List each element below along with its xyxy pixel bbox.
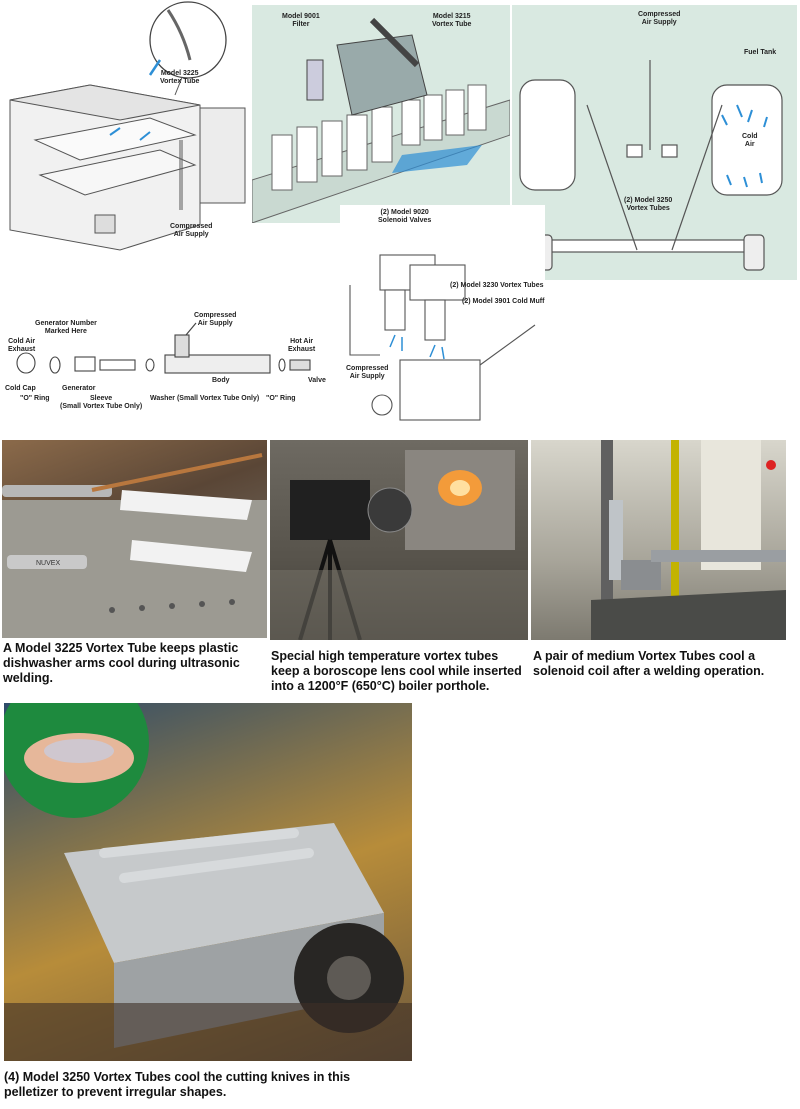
- pelletizer-photo-art: [4, 703, 412, 1061]
- generator-label: Generator: [62, 385, 96, 392]
- solenoid-coil-photo-art: [591, 440, 786, 640]
- exploded-illustration: [16, 322, 311, 374]
- pelletizer-photo: [4, 703, 412, 1061]
- solenoid-coil-caption: A pair of medium Vortex Tubes cool a sol…: [533, 649, 765, 678]
- body-label: Body: [212, 377, 230, 384]
- dishwasher-caption: A Model 3225 Vortex Tube keeps plastic d…: [3, 641, 240, 685]
- oven-illustration: [9, 1, 246, 251]
- o-ring-right-label: "O" Ring: [266, 395, 296, 402]
- washer-label: Washer (Small Vortex Tube Only): [150, 395, 260, 402]
- solenoid-coil-photo: [531, 440, 786, 640]
- boroscope-photo: [270, 440, 528, 640]
- boroscope-photo-art: [270, 450, 528, 640]
- solenoid-illustration: [349, 254, 536, 421]
- vortex-tubes-3230-label: (2) Model 3230 Vortex Tubes: [450, 282, 544, 289]
- dishwasher-photo-art: NUVEX: [2, 453, 267, 638]
- pelletizer-caption: (4) Model 3250 Vortex Tubes cool the cut…: [4, 1070, 351, 1099]
- fueltank-illustration: [519, 60, 783, 271]
- cold-mufflers-label: (2) Model 3901 Cold Mufflers: [462, 298, 545, 305]
- fuel-tank-label: Fuel Tank: [744, 49, 777, 56]
- valve-label: Valve: [308, 377, 326, 384]
- sleeve-label: Sleeve(Small Vortex Tube Only): [60, 395, 143, 410]
- toothpaste-illustration: [252, 17, 510, 223]
- boroscope-caption: Special high temperature vortex tubes ke…: [271, 649, 522, 693]
- o-ring-left-label: "O" Ring: [20, 395, 50, 402]
- nuvex-marking: NUVEX: [36, 560, 60, 567]
- cold-cap-label: Cold Cap: [5, 385, 36, 392]
- dishwasher-arms-photo: NUVEX: [2, 440, 267, 638]
